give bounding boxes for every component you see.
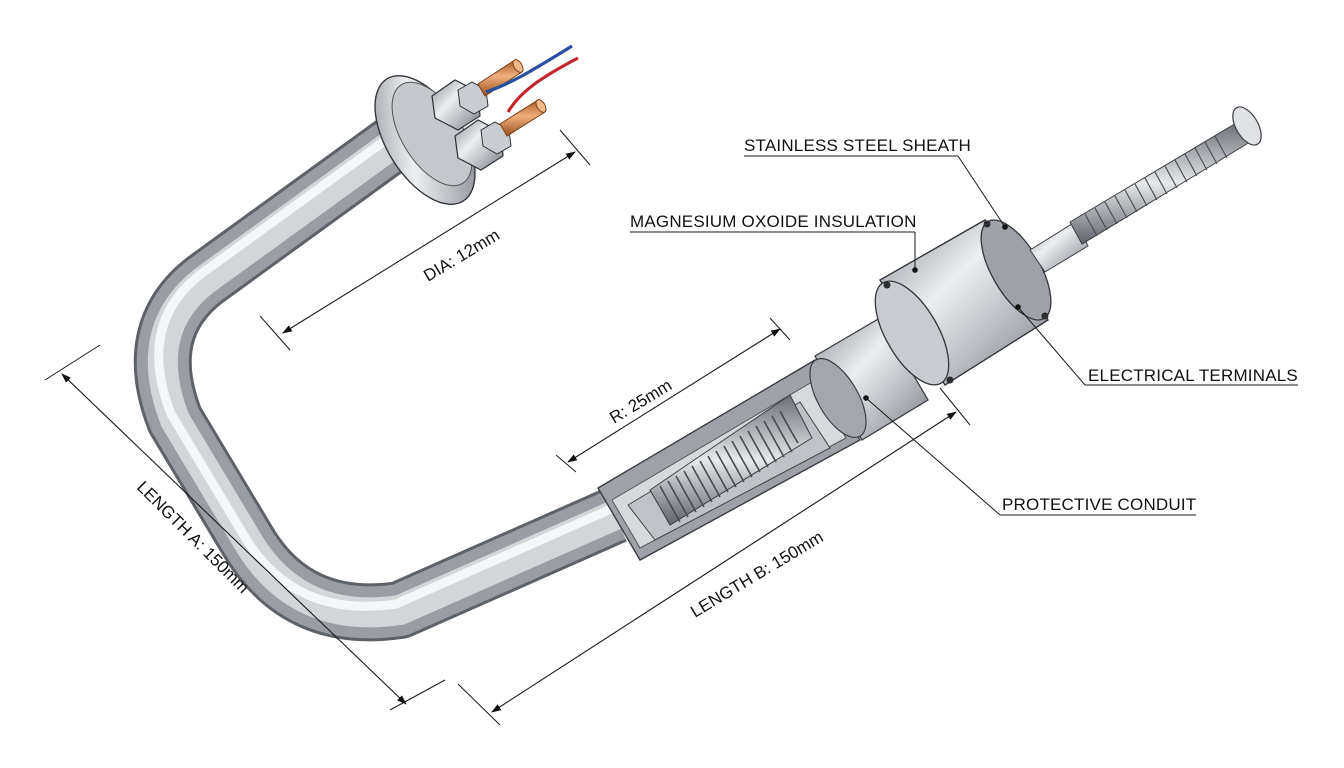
callout-sheath: STAINLESS STEEL SHEATH — [744, 136, 1008, 230]
callout-terminals: ELECTRICAL TERMINALS — [1015, 304, 1298, 386]
hex-nut-upper — [431, 79, 489, 131]
threaded-stud — [1029, 106, 1262, 273]
insulation-label: MAGNESIUM OXOIDE INSULATION — [630, 212, 917, 231]
callout-conduit: PROTECTIVE CONDUIT — [863, 395, 1196, 516]
screw-icon — [1041, 312, 1049, 320]
stainless-steel-sheath — [133, 111, 627, 642]
lead-wires — [485, 44, 579, 113]
copper-terminal-upper — [477, 59, 524, 97]
terminals-label: ELECTRICAL TERMINALS — [1088, 366, 1298, 385]
copper-terminal-lower — [499, 99, 547, 137]
terminal-housing — [874, 219, 1052, 386]
conduit-label: PROTECTIVE CONDUIT — [1002, 495, 1196, 514]
sheath-label: STAINLESS STEEL SHEATH — [744, 136, 971, 155]
callout-insulation: MAGNESIUM OXOIDE INSULATION — [630, 212, 918, 273]
dia-label: DIA: 12mm — [420, 225, 503, 285]
screw-icon — [883, 281, 891, 289]
length-b-label: LENGTH B: 150mm — [687, 527, 826, 621]
screw-icon — [946, 376, 954, 384]
screw-icon — [983, 220, 991, 228]
